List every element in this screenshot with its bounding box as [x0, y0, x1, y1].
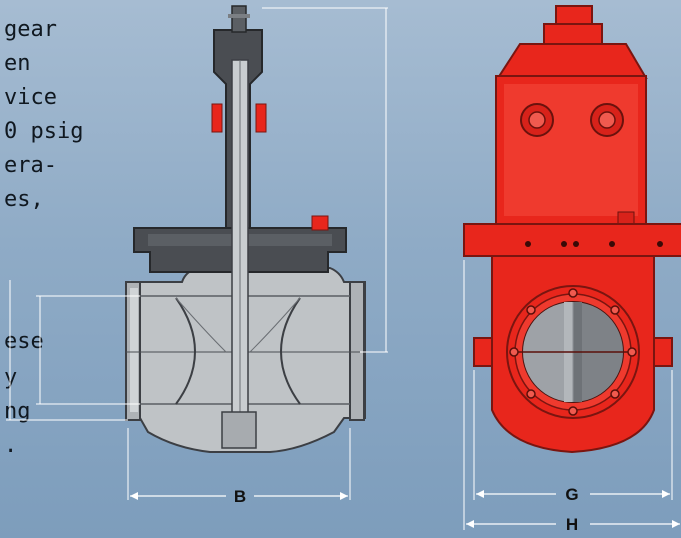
text-line: es,	[4, 187, 44, 212]
valve-cross-section-drawing: B	[6, 5, 388, 506]
text-line: ese	[4, 329, 44, 354]
text-line: 0 psig	[4, 119, 83, 144]
valve-front-view-drawing: G H	[463, 5, 681, 534]
text-line: vice	[4, 85, 57, 110]
dimension-label-g: G	[565, 485, 578, 504]
text-line: .	[4, 433, 17, 458]
text-line: era-	[4, 153, 57, 178]
text-line: y	[4, 365, 17, 390]
text-line: en	[4, 51, 31, 76]
dimension-label-h: H	[566, 515, 578, 534]
text-line: gear	[4, 17, 57, 42]
dimension-label-b: B	[234, 487, 246, 506]
left-text-upper: gear en vice 0 psig era- es,	[4, 17, 83, 212]
